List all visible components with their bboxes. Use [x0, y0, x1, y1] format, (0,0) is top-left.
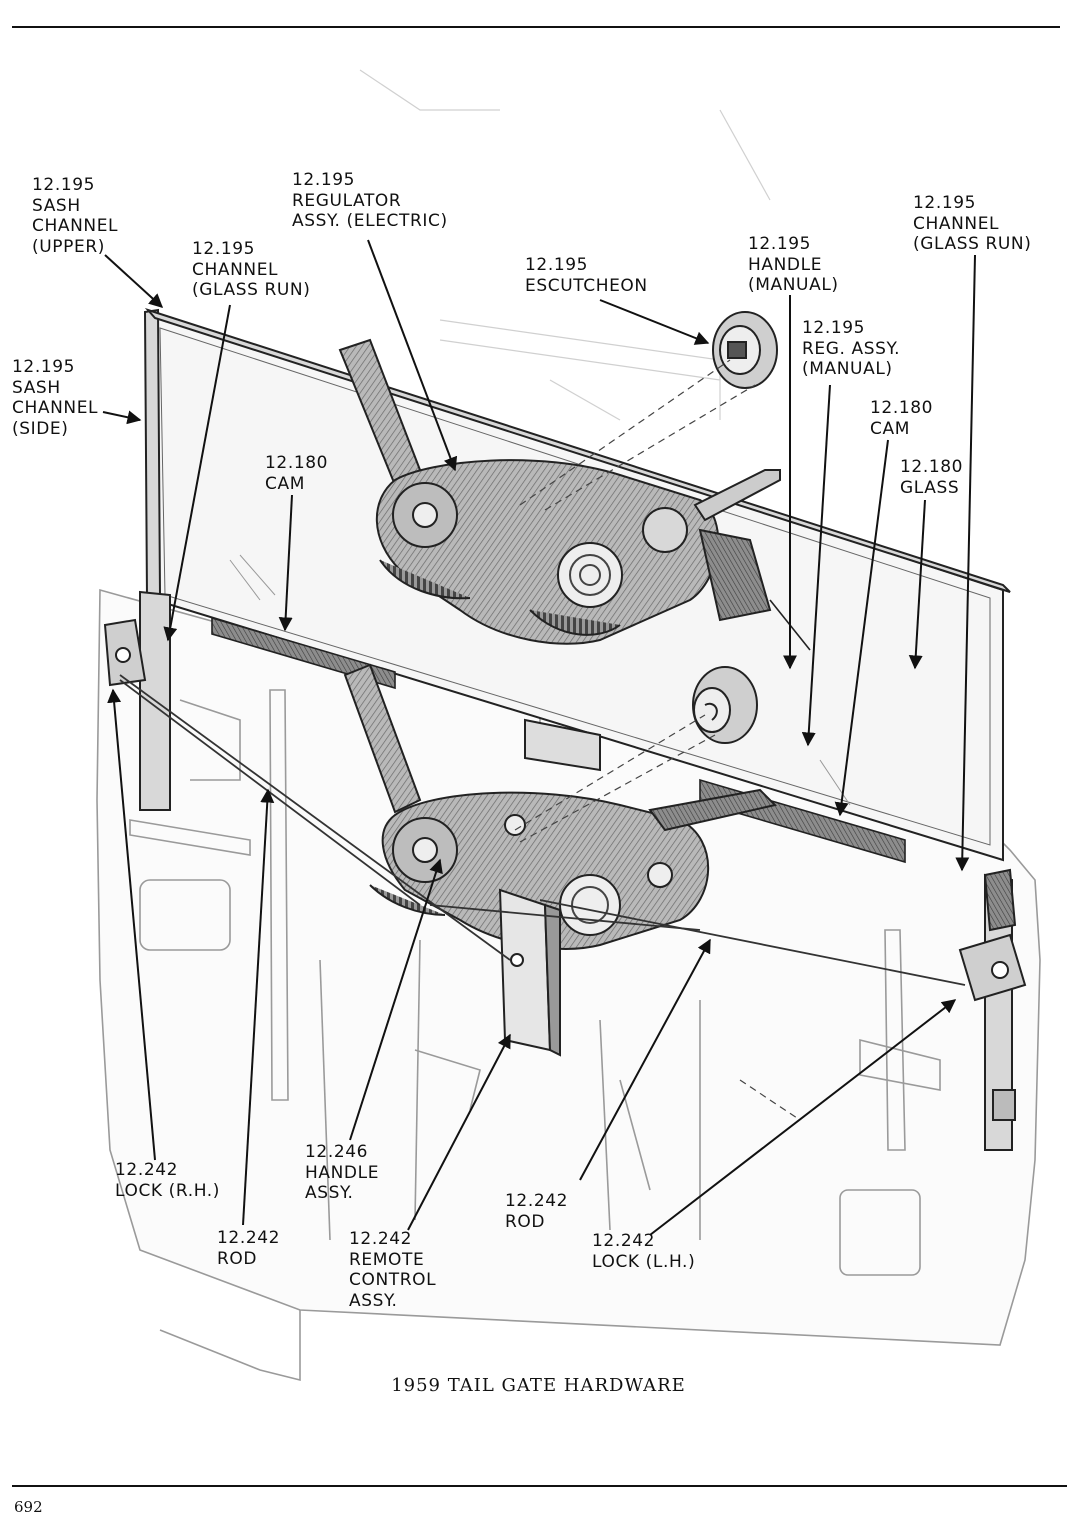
callout-part-number: 12.195 [192, 239, 256, 259]
callout-text-line: REG. ASSY. [802, 338, 901, 359]
top-rule [12, 26, 1060, 28]
callout-text-line: LOCK (R.H.) [115, 1180, 221, 1201]
callout-text-line: CHANNEL [192, 259, 279, 280]
tail-gate-panel [96, 588, 1041, 1382]
callout-text-line: CHANNEL [32, 216, 119, 236]
callout-text-line: SASH [32, 195, 81, 216]
callout-text-line: REGULATOR [292, 190, 402, 211]
callout-text-line: ASSY. [305, 1183, 354, 1203]
callout-part-number: 12.242 [115, 1160, 179, 1180]
escutcheon-drawing [712, 311, 778, 389]
callout-text-line: (GLASS RUN) [192, 280, 311, 300]
callout-text-line: ROD [217, 1248, 258, 1269]
callout-text-line: HANDLE [305, 1162, 380, 1183]
callout-text-line: ESCUTCHEON [525, 275, 648, 296]
callout-text-line: ASSY. [349, 1290, 398, 1311]
handle-manual-drawing [692, 666, 758, 744]
regulator-manual-drawing [343, 663, 777, 950]
callout-text-line: ASSY. (ELECTRIC) [292, 211, 448, 231]
callout-text-line: (MANUAL) [748, 275, 839, 295]
callout-part-number: 12.195 [748, 234, 812, 254]
figure-caption: 1959 TAIL GATE HARDWARE [391, 1375, 686, 1396]
callout-part-number: 12.180 [900, 457, 964, 477]
callout-part-number: 12.242 [217, 1228, 281, 1248]
callout-part-number: 12.242 [592, 1231, 656, 1251]
callout-text-line: (GLASS RUN) [913, 234, 1032, 254]
callout-text-line: CONTROL [349, 1270, 437, 1290]
callout-text-line: (MANUAL) [802, 359, 893, 379]
callout-part-number: 12.195 [292, 170, 356, 190]
callout-text-line: CAM [870, 418, 910, 439]
callout-part-number: 12.242 [349, 1229, 413, 1249]
callout-part-number: 12.195 [32, 175, 96, 195]
callout-part-number: 12.195 [12, 357, 76, 377]
callout-text-line: REMOTE [349, 1249, 425, 1270]
callout-text-line: CHANNEL [12, 398, 99, 418]
callout-part-number: 12.180 [870, 398, 934, 418]
callout-text-line: CHANNEL [913, 213, 1000, 234]
callout-text-line: CAM [265, 473, 305, 494]
locks-drawing [103, 618, 1027, 1002]
bottom-rule [12, 1485, 1067, 1487]
callout-text-line: ROD [505, 1211, 546, 1232]
callout-text-line: HANDLE [748, 254, 823, 275]
callout-text-line: (UPPER) [32, 236, 105, 257]
callout-text-line: (SIDE) [12, 418, 69, 439]
callout-text-line: LOCK (L.H.) [592, 1251, 696, 1272]
callout-part-number: 12.195 [802, 318, 866, 338]
callout-part-number: 12.195 [913, 193, 977, 213]
page-number: 692 [14, 1498, 43, 1516]
callout-part-number: 12.195 [525, 255, 589, 275]
callout-part-number: 12.180 [265, 453, 329, 473]
callout-part-number: 12.242 [505, 1191, 569, 1211]
remote-control-drawing [498, 888, 561, 1057]
callout-text-line: GLASS [900, 477, 960, 498]
callout-part-number: 12.246 [305, 1142, 369, 1162]
leader-lines [102, 239, 976, 1236]
regulator-electric-drawing [338, 338, 811, 651]
assembly-dashed-lines [514, 359, 801, 1121]
callout-text-line: SASH [12, 377, 61, 398]
